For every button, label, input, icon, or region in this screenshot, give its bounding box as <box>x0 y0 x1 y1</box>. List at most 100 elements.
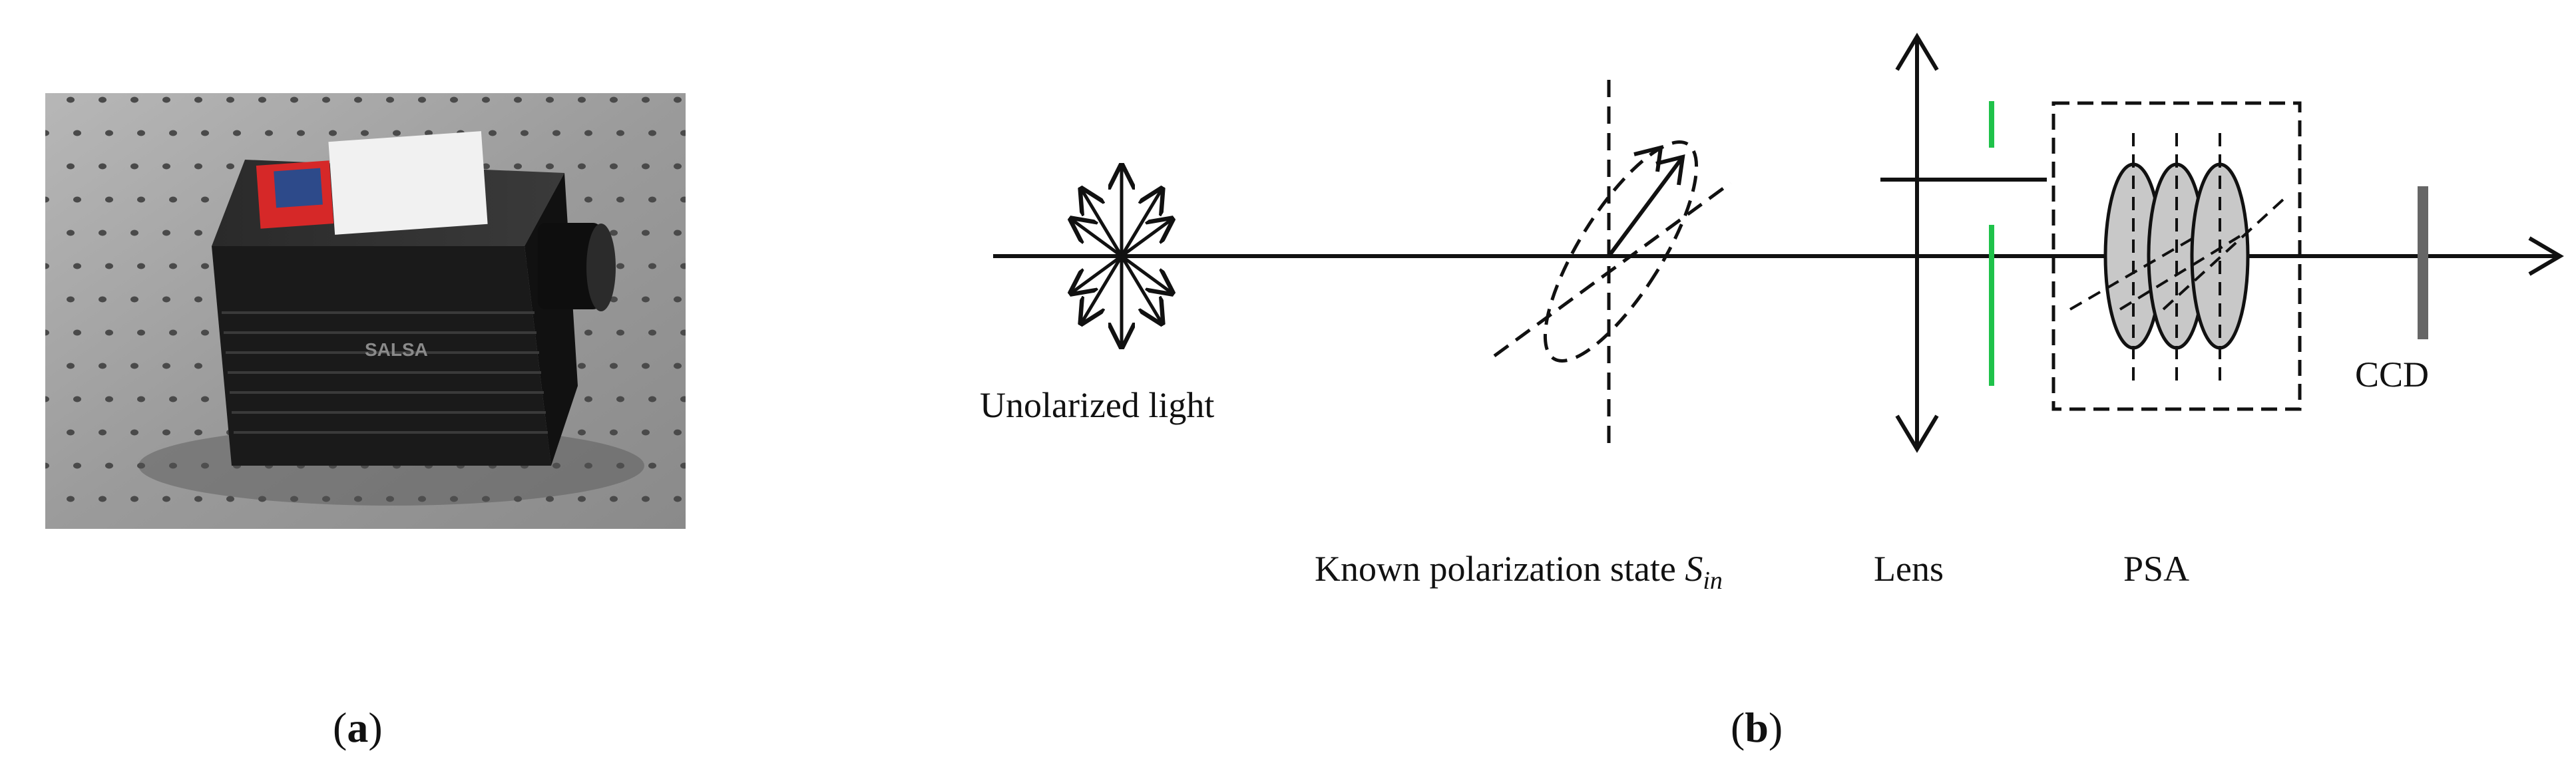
table-hole <box>546 163 554 170</box>
table-hole <box>354 96 362 103</box>
table-hole <box>67 496 75 502</box>
caption-a: (a) <box>333 706 383 749</box>
table-hole <box>680 263 686 269</box>
table-hole <box>648 329 656 336</box>
table-hole <box>680 462 686 469</box>
table-hole <box>642 363 650 369</box>
table-hole <box>162 296 170 303</box>
table-hole <box>482 496 490 502</box>
caption-b-letter: b <box>1745 704 1769 751</box>
table-hole <box>610 496 618 502</box>
table-hole <box>425 130 433 136</box>
table-hole <box>194 363 202 369</box>
table-hole <box>130 363 138 369</box>
table-hole <box>99 163 107 170</box>
table-hole <box>674 163 682 170</box>
ccd-label: CCD <box>2355 355 2430 394</box>
table-hole <box>674 296 682 303</box>
table-hole <box>137 396 145 402</box>
table-hole <box>201 130 209 136</box>
psa-dashed-box <box>2051 101 2302 411</box>
table-hole <box>130 429 138 436</box>
table-hole <box>226 163 234 170</box>
table-hole <box>616 462 624 469</box>
table-hole <box>201 329 209 336</box>
table-hole <box>514 496 522 502</box>
table-hole <box>648 396 656 402</box>
table-hole <box>45 462 49 469</box>
table-hole <box>226 496 234 502</box>
table-hole <box>610 363 618 369</box>
table-hole <box>642 296 650 303</box>
table-hole <box>418 96 426 103</box>
table-hole <box>194 96 202 103</box>
table-hole <box>578 96 586 103</box>
table-hole <box>642 230 650 236</box>
stokes-symbol: Sin <box>1685 549 1723 593</box>
table-hole <box>329 130 337 136</box>
table-hole <box>610 429 618 436</box>
table-hole <box>393 130 401 136</box>
known-polarization-text: Known polarization state <box>1315 549 1685 589</box>
table-hole <box>162 163 170 170</box>
table-hole <box>674 496 682 502</box>
psa-label: PSA <box>2123 549 2190 589</box>
table-hole <box>616 329 624 336</box>
table-hole <box>67 296 75 303</box>
table-hole <box>105 396 113 402</box>
table-hole <box>584 462 592 469</box>
table-hole <box>610 96 618 103</box>
optical-axis <box>993 236 2564 276</box>
table-hole <box>162 496 170 502</box>
table-hole <box>680 196 686 203</box>
table-hole <box>578 496 586 502</box>
table-hole <box>226 96 234 103</box>
table-hole <box>105 462 113 469</box>
table-hole <box>137 263 145 269</box>
table-hole <box>73 396 81 402</box>
table-hole <box>130 163 138 170</box>
table-hole <box>162 429 170 436</box>
table-hole <box>45 130 49 136</box>
table-hole <box>642 429 650 436</box>
table-hole <box>450 496 458 502</box>
table-hole <box>418 496 426 502</box>
table-hole <box>386 496 394 502</box>
table-hole <box>194 163 202 170</box>
table-hole <box>648 462 656 469</box>
table-hole <box>648 130 656 136</box>
table-hole <box>552 130 560 136</box>
table-hole <box>258 96 266 103</box>
table-hole <box>99 230 107 236</box>
caption-a-letter: a <box>347 704 369 751</box>
table-hole <box>265 130 273 136</box>
table-hole <box>67 163 75 170</box>
table-hole <box>290 96 298 103</box>
table-hole <box>680 130 686 136</box>
table-hole <box>162 363 170 369</box>
stokes-symbol-letter: S <box>1685 549 1703 589</box>
table-hole <box>99 363 107 369</box>
table-hole <box>546 96 554 103</box>
table-hole <box>73 462 81 469</box>
table-hole <box>99 96 107 103</box>
table-hole <box>648 196 656 203</box>
table-hole <box>45 329 49 336</box>
table-hole <box>201 196 209 203</box>
table-hole <box>610 163 618 170</box>
table-hole <box>584 130 592 136</box>
table-hole <box>73 196 81 203</box>
table-hole <box>194 496 202 502</box>
camera-photo-drawing: SALSA <box>45 93 686 529</box>
table-hole <box>67 96 75 103</box>
table-hole <box>105 130 113 136</box>
table-hole <box>169 130 177 136</box>
table-hole <box>674 96 682 103</box>
table-hole <box>354 496 362 502</box>
camera-photo: SALSA <box>45 93 686 529</box>
table-hole <box>584 396 592 402</box>
table-hole <box>45 196 49 203</box>
table-hole <box>99 496 107 502</box>
unpolarized-light-symbol <box>1072 166 1172 346</box>
